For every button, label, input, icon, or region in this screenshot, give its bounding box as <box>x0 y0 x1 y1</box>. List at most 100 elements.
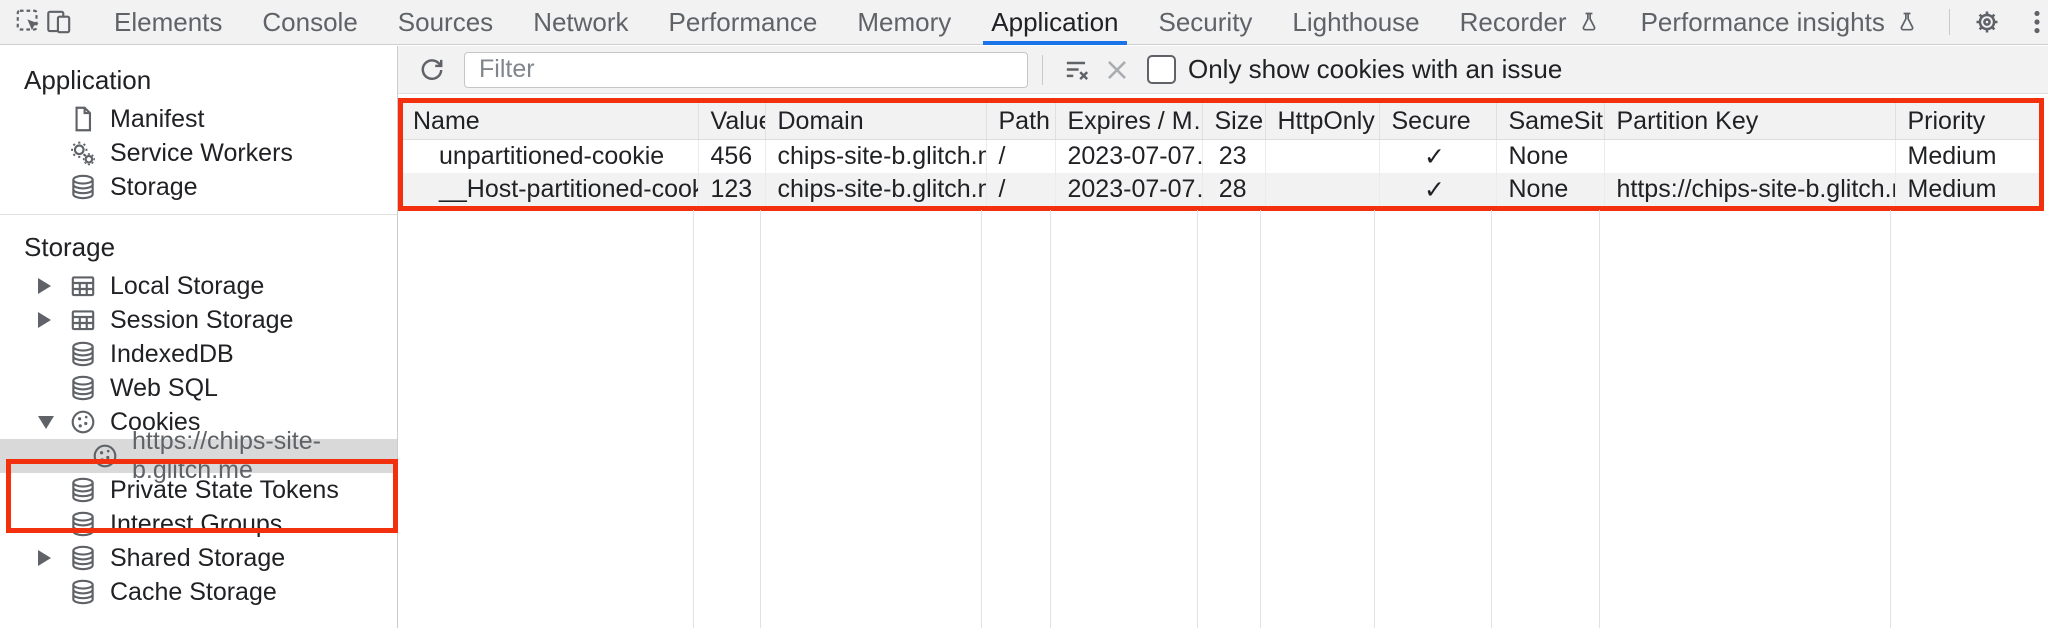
table-row[interactable]: __Host-partitioned-cookie 123 chips-site… <box>403 173 2039 206</box>
cell-domain[interactable]: chips-site-b.glitch.me <box>765 139 987 173</box>
cookie-icon <box>68 407 110 437</box>
tab-application[interactable]: Application <box>971 0 1138 45</box>
devtools-tab-bar: Elements Console Sources Network Perform… <box>0 0 2048 45</box>
cell-size[interactable]: 23 <box>1202 139 1266 173</box>
delete-all-icon[interactable] <box>1097 50 1137 90</box>
sidebar-item-web-sql[interactable]: Web SQL <box>0 371 397 405</box>
more-options-icon[interactable] <box>2014 0 2048 45</box>
database-icon <box>68 577 110 607</box>
tab-recorder[interactable]: Recorder <box>1440 0 1621 45</box>
cell-samesite[interactable]: None <box>1496 139 1605 173</box>
sidebar-item-manifest[interactable]: Manifest <box>0 102 397 136</box>
column-header-httponly[interactable]: HttpOnly <box>1265 103 1380 140</box>
chevron-right-icon <box>38 550 51 566</box>
cell-httponly[interactable] <box>1265 173 1380 206</box>
refresh-icon[interactable] <box>412 50 452 90</box>
grid-column-line <box>1260 210 1261 628</box>
cell-priority[interactable]: Medium <box>1907 142 1997 170</box>
tab-performance[interactable]: Performance <box>668 6 818 37</box>
database-icon <box>68 475 110 505</box>
annotation-box-cookies-table: Name Value Domain Path Expires / M… Size… <box>398 98 2044 211</box>
cell-secure-checkmark[interactable]: ✓ <box>1379 173 1497 206</box>
table-icon <box>68 271 110 301</box>
grid-column-line <box>1491 210 1492 628</box>
tab-memory[interactable]: Memory <box>857 6 952 37</box>
gears-icon <box>68 138 110 168</box>
column-header-domain[interactable]: Domain <box>765 103 987 140</box>
column-header-size[interactable]: Size <box>1202 103 1266 140</box>
cell-priority[interactable]: Medium <box>1895 173 2039 206</box>
column-header-path[interactable]: Path <box>986 103 1056 140</box>
database-icon <box>68 172 110 202</box>
column-header-name[interactable]: Name <box>403 103 699 140</box>
cell-value[interactable]: 123 <box>698 173 766 206</box>
cell-expires[interactable]: 2023-07-07… <box>1055 173 1203 206</box>
database-icon <box>68 373 110 403</box>
cookies-panel: Only show cookies with an issue Name Val… <box>398 46 2048 628</box>
database-icon <box>68 509 110 539</box>
sidebar-item-indexeddb[interactable]: IndexedDB <box>0 337 397 371</box>
grid-column-line <box>1197 210 1198 628</box>
tab-lighthouse[interactable]: Lighthouse <box>1292 6 1420 37</box>
sidebar-item-local-storage[interactable]: Local Storage <box>0 269 397 303</box>
cell-expires[interactable]: 2023-07-07… <box>1055 139 1203 173</box>
grid-column-line <box>981 210 982 628</box>
tab-network[interactable]: Network <box>533 6 629 37</box>
tab-elements[interactable]: Elements <box>114 6 223 37</box>
only-show-issues-label[interactable]: Only show cookies with an issue <box>1188 54 1563 84</box>
sidebar-item-shared-storage[interactable]: Shared Storage <box>0 541 397 575</box>
grid-column-line <box>1050 210 1051 628</box>
cell-path[interactable]: / <box>986 139 1056 173</box>
cell-name[interactable]: __Host-partitioned-cookie <box>403 173 699 206</box>
settings-gear-icon[interactable] <box>1964 0 2010 45</box>
tab-security[interactable]: Security <box>1158 6 1253 37</box>
cell-httponly[interactable] <box>1265 139 1380 173</box>
divider <box>0 214 397 215</box>
cell-name[interactable]: unpartitioned-cookie <box>403 139 699 173</box>
column-header-expires[interactable]: Expires / M… <box>1055 103 1203 140</box>
grid-column-line <box>693 210 694 628</box>
column-header-value[interactable]: Value <box>698 103 766 140</box>
tab-sources[interactable]: Sources <box>397 6 494 37</box>
grid-column-line <box>1890 210 1891 628</box>
column-header-secure[interactable]: Secure <box>1379 103 1497 140</box>
sidebar-item-storage[interactable]: Storage <box>0 170 397 204</box>
sidebar-item-service-workers[interactable]: Service Workers <box>0 136 397 170</box>
inspect-element-icon[interactable] <box>14 0 44 45</box>
experiment-flask-icon <box>1577 9 1601 36</box>
sidebar-item-cookies[interactable]: Cookies <box>0 405 397 439</box>
column-header-priority[interactable]: Priority <box>1895 103 2039 140</box>
tab-performance-insights[interactable]: Performance insights <box>1621 0 1939 45</box>
cell-partition-key[interactable] <box>1604 139 1896 173</box>
device-toolbar-icon[interactable] <box>44 0 74 45</box>
table-row[interactable]: unpartitioned-cookie 456 chips-site-b.gl… <box>403 139 2039 173</box>
cell-size[interactable]: 28 <box>1202 173 1266 206</box>
chevron-right-icon <box>38 278 51 294</box>
divider <box>1042 54 1043 85</box>
filter-input[interactable] <box>464 51 1028 88</box>
sidebar-section-application: Application <box>24 64 152 95</box>
tab-console[interactable]: Console <box>262 6 358 37</box>
cell-secure-checkmark[interactable]: ✓ <box>1379 139 1497 173</box>
clear-filter-icon[interactable] <box>1057 50 1097 90</box>
sidebar-item-cache-storage[interactable]: Cache Storage <box>0 575 397 609</box>
cookie-icon <box>90 441 132 471</box>
only-show-issues-checkbox[interactable] <box>1147 55 1176 84</box>
sidebar-item-cookies-chips-site-b[interactable]: https://chips-site-b.glitch.me <box>0 427 397 484</box>
cell-value[interactable]: 456 <box>698 139 766 173</box>
sidebar-item-private-state-tokens[interactable]: Private State Tokens <box>0 473 397 507</box>
sidebar-item-interest-groups[interactable]: Interest Groups <box>0 507 397 541</box>
sidebar-item-session-storage[interactable]: Session Storage <box>0 303 397 337</box>
document-icon <box>68 104 110 134</box>
database-icon <box>68 339 110 369</box>
cell-samesite[interactable]: None <box>1496 173 1605 206</box>
column-header-samesite[interactable]: SameSite <box>1496 103 1605 140</box>
experiment-flask-icon <box>1895 9 1919 36</box>
cell-domain[interactable]: chips-site-b.glitch.me <box>765 173 987 206</box>
cookies-toolbar: Only show cookies with an issue <box>398 46 2048 94</box>
cell-partition-key[interactable]: https://chips-site-b.glitch.me <box>1604 173 1896 206</box>
column-header-partition-key[interactable]: Partition Key <box>1604 103 1896 140</box>
cell-path[interactable]: / <box>986 173 1056 206</box>
table-icon <box>68 305 110 335</box>
